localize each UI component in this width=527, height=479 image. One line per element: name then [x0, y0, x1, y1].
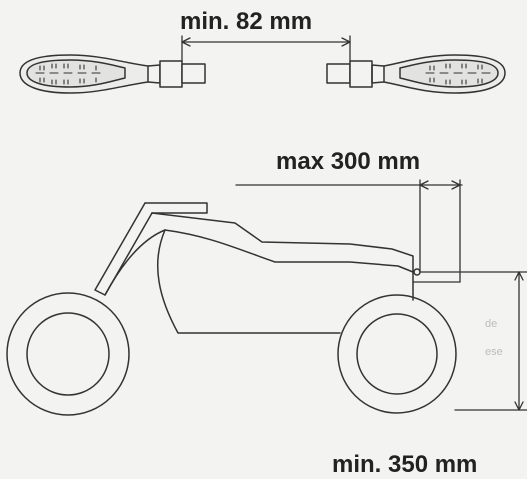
- left-indicator: [19, 54, 206, 94]
- motorcycle-outline: [6, 202, 457, 416]
- indicator-spacing-label: min. 82 mm: [180, 8, 313, 35]
- spacing-dimension: [181, 35, 351, 62]
- rear-offset-dimension: [235, 179, 463, 283]
- height-dimension: [419, 271, 527, 411]
- bleed-through-text-2: ese: [485, 346, 503, 358]
- rear-indicator-mount: [413, 268, 421, 276]
- rear-offset-label: max 300 mm: [276, 148, 421, 175]
- bleed-through-text-1: de: [485, 318, 498, 330]
- right-indicator: [326, 54, 506, 94]
- height-label: min. 350 mm: [332, 451, 478, 478]
